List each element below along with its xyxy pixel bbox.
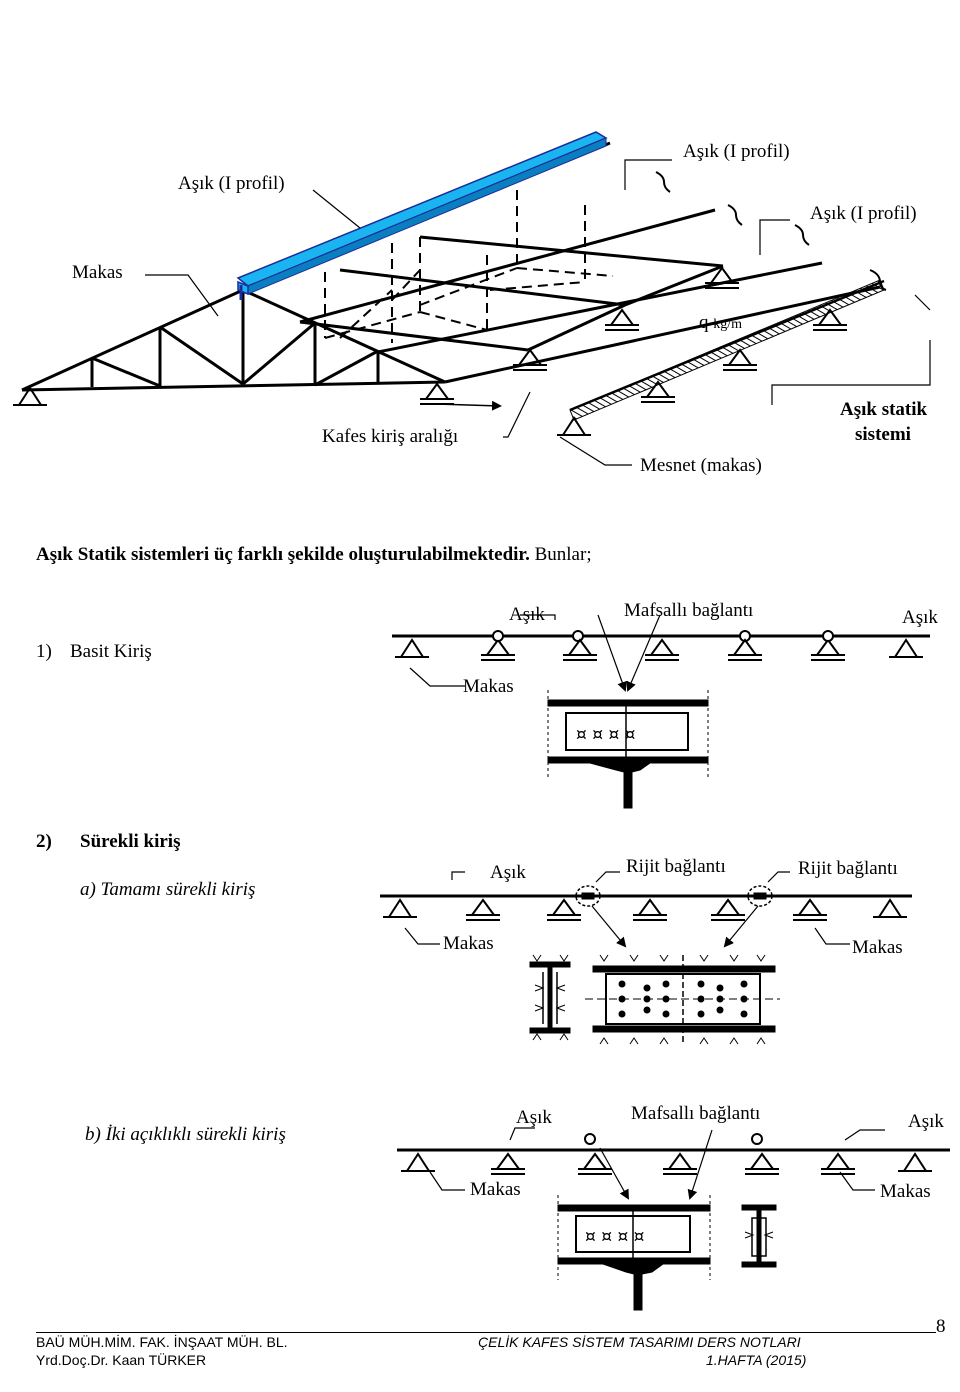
section1-title: Basit Kiriş [70, 641, 152, 662]
hidden-lines [324, 190, 614, 343]
footer-week: 1.HAFTA (2015) [706, 1352, 807, 1368]
s2b-label-purlin-right: Aşık [908, 1111, 944, 1132]
break-marks [655, 171, 887, 291]
purlin-lines [242, 141, 881, 384]
label-purlin-profile-left: Aşık (I profil) [178, 173, 285, 194]
s1-supports [394, 639, 924, 661]
label-purlin-profile-right: Aşık (I profil) [810, 203, 917, 224]
footer-rule [36, 1332, 936, 1333]
section1-beam-diagram [392, 614, 930, 692]
section2a-beam-diagram [380, 871, 912, 948]
s1-label-hinge: Mafsallı bağlantı [624, 600, 754, 621]
svg-text:¤ ¤ ¤ ¤: ¤ ¤ ¤ ¤ [576, 725, 636, 745]
s2b-label-truss-right: Makas [880, 1181, 931, 1202]
s2b-label-purlin-left: Aşık [516, 1107, 552, 1128]
footer-institution: BAÜ MÜH.MİM. FAK. İNŞAAT MÜH. BL. [36, 1334, 288, 1350]
s2b-label-hinge: Mafsallı bağlantı [631, 1103, 761, 1124]
s1-label-purlin-right: Aşık [902, 607, 938, 628]
label-static-system-2: sistemi [855, 424, 911, 445]
leader-lines-fig1 [145, 159, 931, 466]
footer-author: Yrd.Doç.Dr. Kaan TÜRKER [36, 1352, 207, 1368]
footer-course: ÇELİK KAFES SİSTEM TASARIMI DERS NOTLARI [478, 1334, 801, 1350]
s2b-label-truss-left: Makas [470, 1179, 521, 1200]
svg-text:¤ ¤ ¤ ¤: ¤ ¤ ¤ ¤ [585, 1227, 645, 1247]
section2b-subtitle: b) İki açıklıklı sürekli kiriş [85, 1124, 286, 1145]
truss-1 [21, 288, 446, 392]
section1-number: 1) [36, 641, 52, 662]
label-static-system-1: Aşık statik [840, 399, 928, 420]
truss-perspective-figure [21, 141, 881, 392]
section2a-subtitle: a) Tamamı sürekli kiriş [80, 879, 256, 900]
section2-title: Sürekli kiriş [80, 831, 181, 852]
s1-label-truss: Makas [463, 676, 514, 697]
page-number: 8 [936, 1316, 946, 1337]
intro-normal: Bunlar; [529, 544, 592, 565]
i-profile-purlin [236, 131, 608, 300]
label-truss: Makas [72, 262, 123, 283]
label-truss-spacing: Kafes kiriş aralığı [322, 426, 459, 447]
label-load-q: q kg/m [699, 312, 743, 333]
section2-number: 2) [36, 831, 52, 852]
label-support-truss: Mesnet (makas) [640, 455, 762, 476]
truss-2-3 [299, 235, 724, 352]
s2a-label-truss-right: Makas [852, 937, 903, 958]
s2a-label-rigid-1: Rijit bağlantı [626, 856, 726, 877]
hinge-detail-2: ¤ ¤ ¤ ¤ [557, 1195, 711, 1311]
hinge-detail-1: ¤ ¤ ¤ ¤ [547, 690, 709, 809]
hinge-detail-2-section [741, 1204, 777, 1268]
rigid-detail-section [529, 954, 571, 1041]
label-purlin-profile-top: Aşık (I profil) [683, 141, 790, 162]
rigid-detail-elevation [585, 954, 780, 1045]
s2a-label-purlin: Aşık [490, 862, 526, 883]
s2a-label-rigid-2: Rijit bağlantı [798, 858, 898, 879]
s2a-label-truss-left: Makas [443, 933, 494, 954]
intro-sentence: Aşık Statik sistemleri üç farklı şekilde… [36, 544, 592, 566]
s1-label-purlin-left: Aşık [509, 604, 545, 625]
section2b-beam-diagram [397, 1127, 950, 1200]
intro-bold: Aşık Statik sistemleri üç farklı şekilde… [36, 544, 530, 565]
